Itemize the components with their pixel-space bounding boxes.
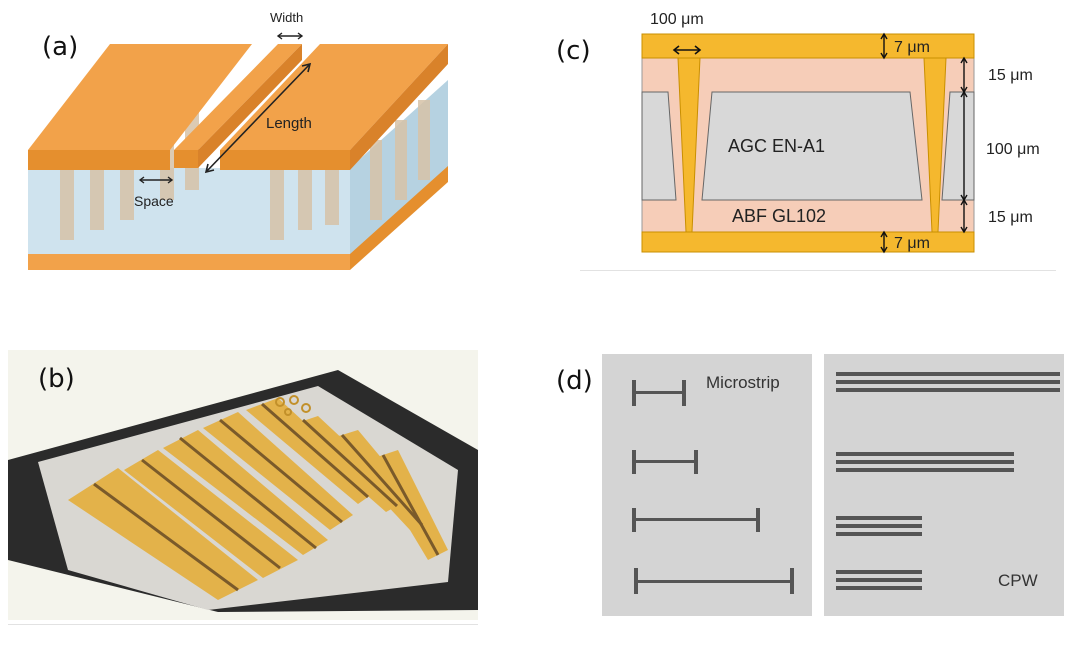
cu-bottom-thickness: 7 μm [894, 235, 930, 252]
cu-bottom-arrow [880, 230, 888, 254]
panel-d-label: (d) [556, 366, 593, 396]
glass-left [641, 91, 677, 201]
panel-a: (a) [20, 0, 490, 290]
copper-top [641, 33, 975, 59]
substrate-front [28, 168, 350, 268]
panel-c: (c) AGC EN-A1 ABF GL102 100 μm 7 μm [550, 0, 1070, 280]
top-dim-arrow [672, 45, 702, 55]
length-arrow [204, 62, 312, 174]
space-arrow [138, 176, 174, 184]
cu-top-thickness: 7 μm [894, 39, 930, 56]
right-ground-front [220, 150, 350, 170]
cu-top-arrow [880, 32, 888, 60]
left-ground-top [28, 44, 252, 150]
bottom-copper-front [28, 254, 350, 270]
glass-right [941, 91, 975, 201]
core-thickness: 100 μm [986, 141, 1040, 158]
width-arrow [276, 32, 304, 40]
right-ground-top [220, 44, 448, 150]
core-text: AGC EN-A1 [728, 136, 825, 156]
copper-bottom [641, 231, 975, 253]
panel-d: (d) Microstrip CPW [550, 340, 1070, 630]
layer-bottom-thickness: 15 μm [988, 209, 1033, 226]
divider-left [8, 624, 478, 625]
top-dimension: 100 μm [650, 11, 704, 28]
signal-strip-side [198, 44, 302, 168]
cpw-label: CPW [998, 571, 1038, 590]
cpw-lines [836, 372, 1060, 590]
glass-core [701, 91, 923, 201]
width-label: Width [270, 10, 303, 25]
signal-strip-front [174, 150, 198, 168]
small-marks [275, 395, 311, 416]
fabricated-samples-photo: Microstrip CPW [602, 354, 1064, 616]
via-right [923, 57, 947, 233]
transmission-line-3d-diagram: Width Length Space [28, 10, 448, 270]
layer-top-thickness: 15 μm [988, 67, 1033, 84]
microstrip-lines [632, 380, 794, 594]
via-left [677, 57, 701, 233]
panel-b: (b) [8, 350, 478, 620]
divider-right [580, 270, 1056, 271]
bottom-copper-right [350, 166, 448, 270]
space-label: Space [134, 193, 174, 209]
microstrip-label: Microstrip [706, 373, 780, 392]
fabricated-lines-3d-render [8, 350, 478, 620]
left-ground-front [28, 150, 170, 170]
stackup-cross-section: AGC EN-A1 ABF GL102 100 μm 7 μm 7 μm [641, 11, 1040, 254]
right-ground-side [350, 44, 448, 170]
abf-text: ABF GL102 [732, 206, 826, 226]
signal-strip-top [174, 44, 302, 150]
length-label: Length [266, 115, 312, 132]
traces [68, 398, 448, 600]
panel-c-label: (c) [556, 36, 591, 66]
panel-a-label: (a) [42, 32, 79, 62]
panel-b-label: (b) [38, 364, 75, 394]
right-dim-arrows [960, 56, 968, 234]
